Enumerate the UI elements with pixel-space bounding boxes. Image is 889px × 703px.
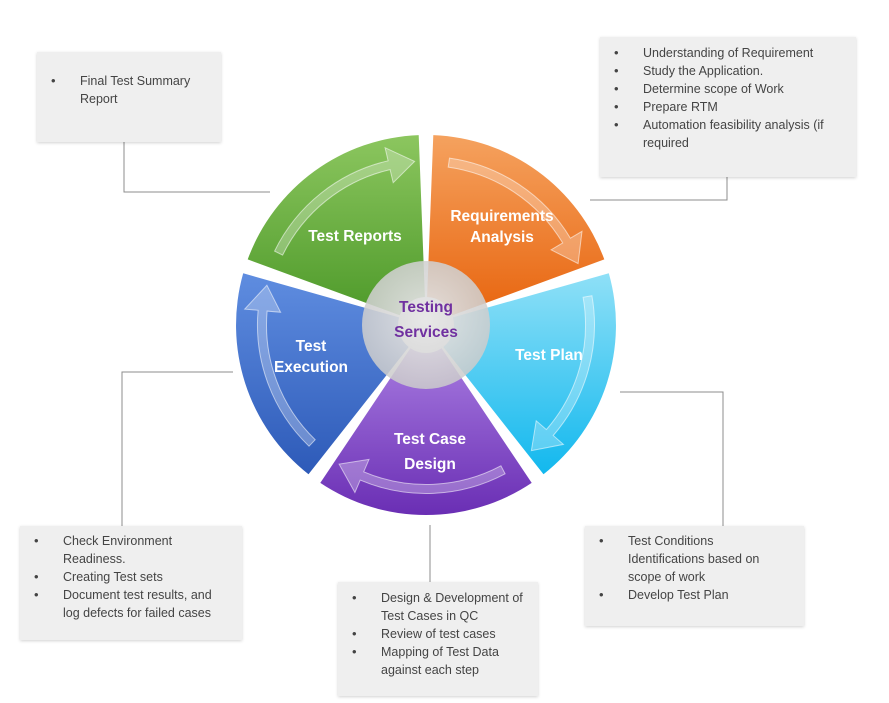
center-label-line2: Services [394, 324, 458, 341]
test-plan-label: Test Plan [515, 347, 583, 364]
list-item: Final Test Summary Report [37, 72, 211, 108]
connector-plan [620, 391, 724, 527]
test-case-design-note-list: Design & Development of Test Cases in QC… [338, 589, 526, 679]
test-reports-note: Final Test Summary Report [37, 52, 221, 142]
list-item: Determine scope of Work [600, 80, 840, 98]
test-execution-note-list: Check Environment Readiness. Creating Te… [20, 532, 226, 622]
list-item: Understanding of Requirement [600, 44, 840, 62]
test-reports-label: Test Reports [308, 228, 402, 245]
requirements-analysis-segment [427, 135, 605, 316]
list-item: Test Conditions Identifications based on… [585, 532, 774, 586]
test-execution-arrow-icon [243, 284, 316, 447]
requirements-label-line2: Analysis [470, 229, 534, 246]
test-case-design-arrow-icon [338, 458, 506, 494]
list-item: Prepare RTM [600, 98, 840, 116]
connector-execution [121, 371, 233, 527]
requirements-arrow-icon [447, 157, 583, 265]
requirements-note-list: Understanding of Requirement Study the A… [600, 44, 840, 152]
test-case-design-note: Design & Development of Test Cases in QC… [338, 582, 538, 696]
test-reports-segment [247, 135, 425, 316]
list-item: Design & Development of Test Cases in QC [338, 589, 526, 625]
requirements-label-line1: Requirements [450, 208, 553, 225]
test-execution-label-line1: Test [296, 338, 327, 355]
center-circle [362, 261, 490, 389]
test-reports-note-list: Final Test Summary Report [37, 72, 211, 108]
test-execution-label-line2: Execution [274, 359, 348, 376]
list-item: Study the Application. [600, 62, 840, 80]
requirements-analysis-note: Understanding of Requirement Study the A… [600, 37, 856, 177]
center-label-line1: Testing [399, 299, 453, 316]
test-case-design-label-line1: Test Case [394, 431, 466, 448]
list-item: Check Environment Readiness. [20, 532, 226, 568]
list-item: Document test results, and log defects f… [20, 586, 226, 622]
connector-reports [123, 140, 270, 193]
test-plan-note: Test Conditions Identifications based on… [585, 526, 804, 626]
connector-requirements [590, 176, 728, 201]
test-plan-note-list: Test Conditions Identifications based on… [585, 532, 774, 604]
test-case-design-segment [320, 348, 532, 516]
list-item: Mapping of Test Data against each step [338, 643, 526, 679]
list-item: Creating Test sets [20, 568, 226, 586]
test-execution-note: Check Environment Readiness. Creating Te… [20, 526, 242, 640]
list-item: Automation feasibility analysis (if requ… [600, 116, 840, 152]
test-case-design-label-line2: Design [404, 456, 456, 473]
test-reports-arrow-icon [273, 146, 416, 256]
list-item: Develop Test Plan [585, 586, 774, 604]
list-item: Review of test cases [338, 625, 526, 643]
test-plan-arrow-icon [530, 295, 595, 452]
